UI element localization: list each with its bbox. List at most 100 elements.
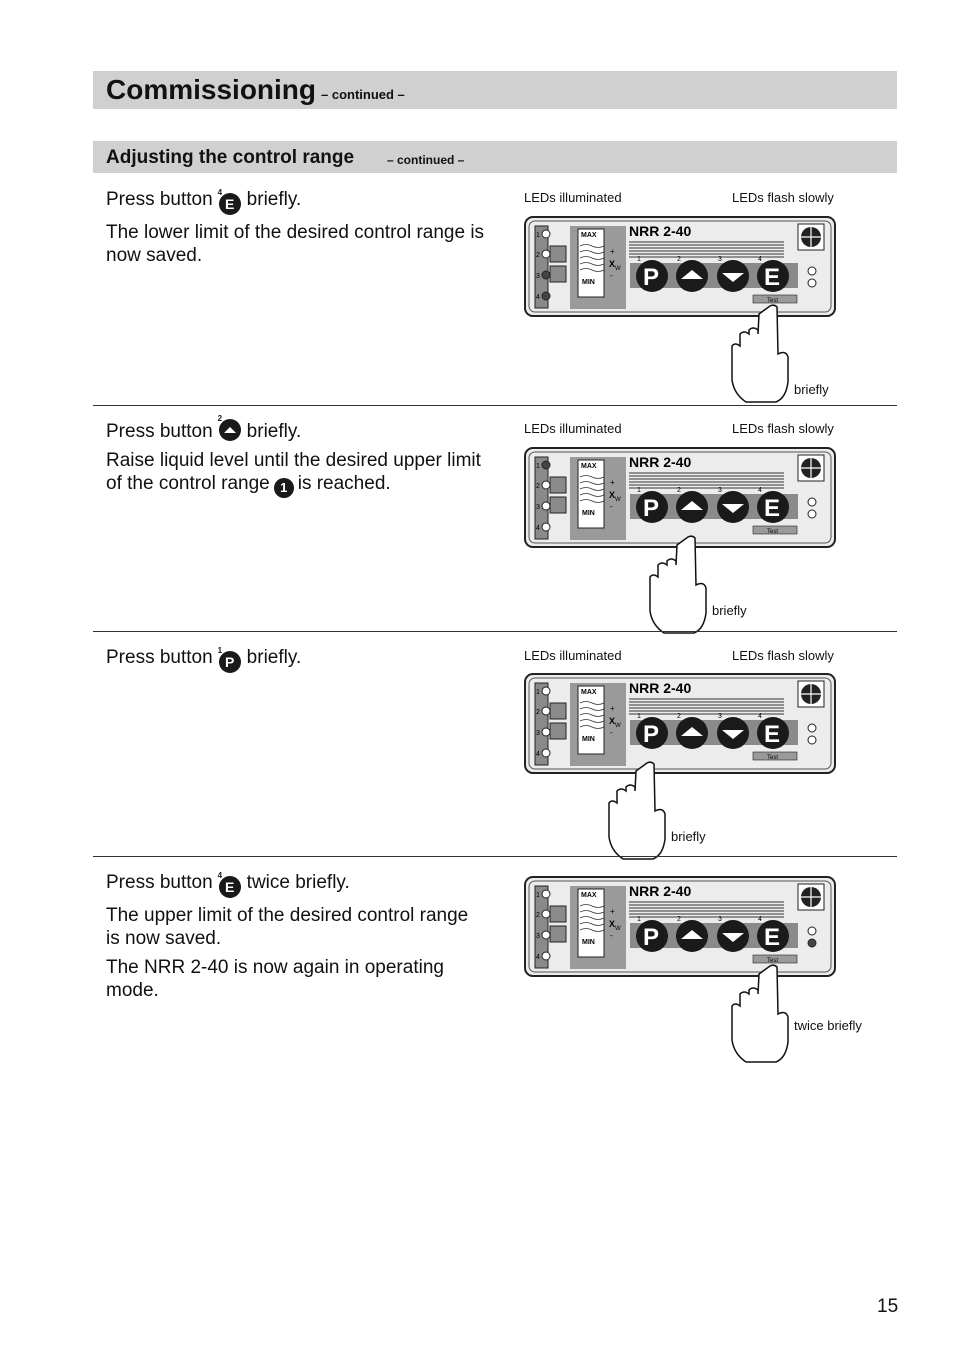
device-button <box>636 717 668 749</box>
model-label: NRR 2-40 <box>629 680 691 696</box>
down-arrow-icon <box>722 504 744 513</box>
instruction-text: briefly. <box>246 189 302 210</box>
p-button-label: P <box>643 264 659 291</box>
wave-line <box>579 928 605 932</box>
p-button-label: P <box>643 924 659 951</box>
section-title-continued: – continued – <box>387 153 465 167</box>
switch-block <box>549 925 567 943</box>
led-number: 3 <box>536 504 540 511</box>
page-title-continued: – continued – <box>321 87 405 102</box>
led-strip <box>534 456 549 540</box>
button-number: 1 <box>637 713 641 720</box>
gauge-min-label: MIN <box>582 736 595 743</box>
button-number: 2 <box>677 256 681 263</box>
gauge-min-label: MIN <box>582 279 595 286</box>
pointing-hand <box>649 535 707 634</box>
wave-line <box>579 250 605 254</box>
level-led <box>541 229 551 239</box>
instruction-text: twice briefly. <box>246 872 350 893</box>
button-number: 4 <box>758 256 762 263</box>
test-button <box>752 294 798 304</box>
device-inner-border <box>528 220 832 313</box>
switch-block <box>549 245 567 263</box>
step-line: The upper limit of the desired control r… <box>106 905 469 949</box>
hand-label: twice briefly <box>794 1018 862 1033</box>
button-number: 4 <box>217 871 223 880</box>
e-button-label: E <box>764 721 780 748</box>
wave-line <box>579 725 605 729</box>
header-bar: Commissioning – continued – <box>93 71 897 109</box>
hand-label: briefly <box>794 382 829 397</box>
button-number: 1 <box>637 916 641 923</box>
level-led <box>541 480 551 490</box>
xw-sub: W <box>615 926 621 932</box>
led-number: 4 <box>536 954 540 961</box>
pointing-hand <box>731 964 789 1063</box>
level-led <box>541 522 551 532</box>
button-number: 4 <box>758 916 762 923</box>
device-button <box>636 260 668 292</box>
xw-sub: W <box>615 266 621 272</box>
led-number: 3 <box>536 730 540 737</box>
status-led <box>807 735 817 745</box>
wave-line <box>579 904 605 908</box>
up-button-icon: 2 <box>217 414 241 441</box>
led-number: 4 <box>536 525 540 532</box>
model-label: NRR 2-40 <box>629 223 691 239</box>
wave-line <box>579 481 605 485</box>
xw-sub: W <box>615 723 621 729</box>
xw-minus: - <box>610 502 613 511</box>
up-arrow-icon <box>223 427 236 433</box>
test-button <box>752 525 798 535</box>
xw-plus: + <box>610 704 615 713</box>
wave-line <box>579 701 605 705</box>
level-led <box>541 889 551 899</box>
step-line: Raise liquid level until the desired upp… <box>106 449 486 498</box>
button-number: 1 <box>637 487 641 494</box>
instruction-text: briefly. <box>246 647 302 668</box>
level-led <box>541 909 551 919</box>
status-led <box>807 926 817 936</box>
pointing-hand <box>731 304 789 403</box>
xw-minus: - <box>610 728 613 737</box>
switch-block <box>549 476 567 494</box>
button-number: 3 <box>718 916 722 923</box>
page-title: Commissioning <box>106 74 317 105</box>
button-letter: P <box>225 654 235 670</box>
instruction-text: Press button <box>106 647 213 668</box>
step-divider <box>93 405 897 406</box>
up-arrow-icon <box>681 930 703 939</box>
up-arrow-icon <box>681 501 703 510</box>
test-label: Test <box>767 755 778 761</box>
switch-block <box>549 905 567 923</box>
leds-flash-label: LEDs flash slowly <box>732 648 834 663</box>
step-divider <box>93 856 897 857</box>
button-number: 4 <box>758 713 762 720</box>
instruction-text: Press button <box>106 872 213 893</box>
wave-line <box>579 922 605 926</box>
button-number: 2 <box>677 916 681 923</box>
xw-label: X <box>609 490 615 500</box>
wave-line <box>579 487 605 491</box>
level-led <box>541 686 551 696</box>
button-letter: E <box>225 879 235 895</box>
marker-1-icon: 1 <box>273 478 294 498</box>
led-number: 2 <box>536 709 540 716</box>
level-led <box>541 951 551 961</box>
leds-illuminated-label: LEDs illuminated <box>524 648 622 663</box>
wave-line <box>579 268 605 272</box>
button-number: 3 <box>718 713 722 720</box>
gauge-max-label: MAX <box>581 232 597 239</box>
led-number: 1 <box>536 232 540 239</box>
e-button-label: E <box>764 495 780 522</box>
device-inner-border <box>528 677 832 770</box>
